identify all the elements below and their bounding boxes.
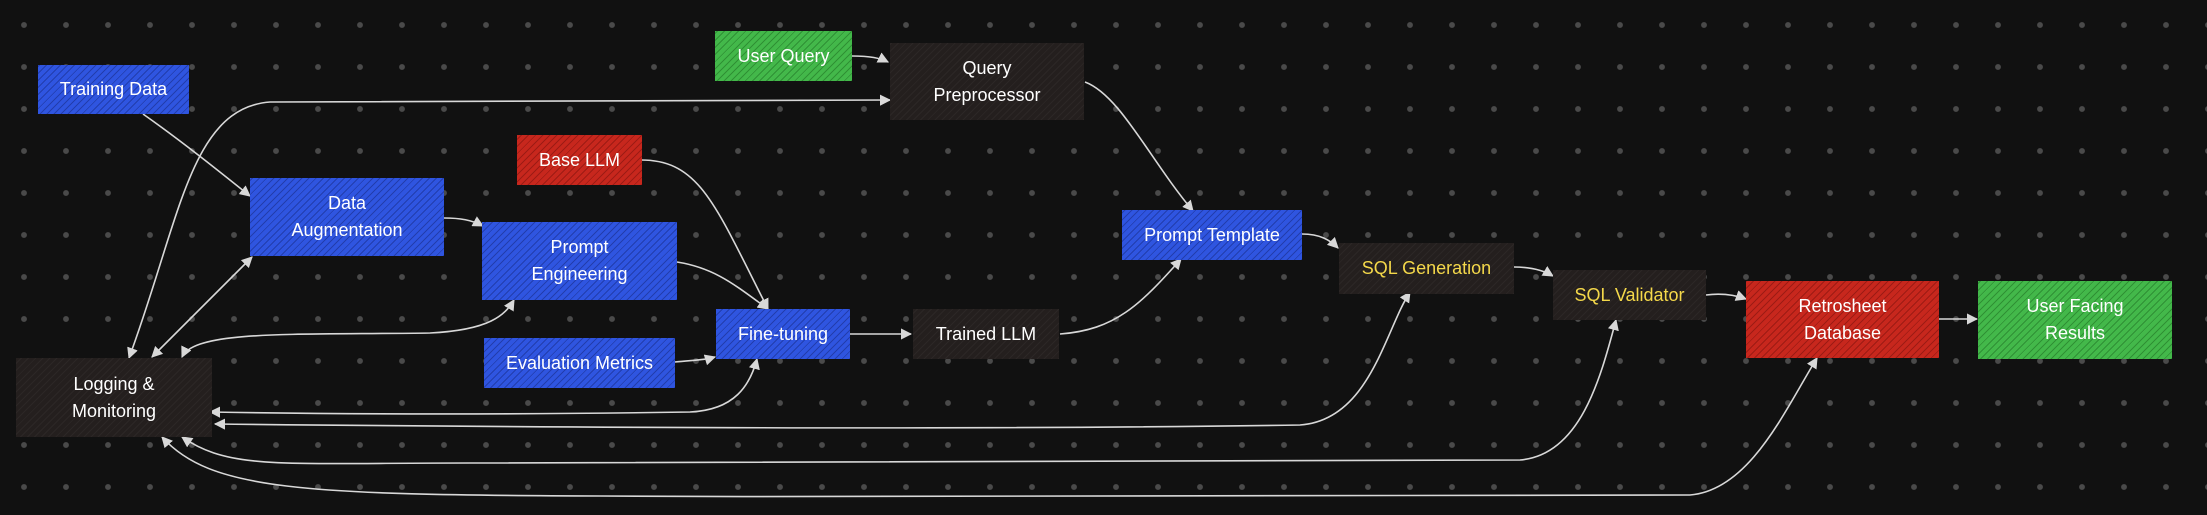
retrosheet-database-node[interactable]: Retrosheet Database [1746, 281, 1939, 358]
fine-tuning-node[interactable]: Fine-tuning [716, 309, 850, 359]
user-query-node[interactable]: User Query [715, 31, 852, 81]
retrosheet-database-line-1: Retrosheet [1798, 295, 1887, 316]
evaluation-metrics-node[interactable]: Evaluation Metrics [484, 338, 675, 388]
edge-sql-validator-to-retrosheet-database [1705, 290, 1748, 301]
user-facing-results-label: User Facing Results [2026, 293, 2123, 347]
prompt-template-label: Prompt Template [1144, 224, 1280, 245]
training-data-label: Training Data [59, 79, 168, 99]
edge-user-query-to-query-preprocessor [851, 52, 890, 63]
sql-validator-label: SQL Validator [1574, 284, 1685, 305]
fine-tuning-label: Fine-tuning [737, 323, 829, 344]
edge-evaluation-metrics-to-fine-tuning [674, 354, 717, 366]
logging-monitoring-node[interactable]: Logging & Monitoring [16, 358, 212, 437]
data-augmentation-line-1: Data [327, 193, 366, 213]
edge-query-preprocessor-to-prompt-template [1084, 81, 1194, 212]
edge-sql-generation-to-sql-validator [1513, 266, 1554, 277]
base-llm-node[interactable]: Base LLM [517, 135, 642, 185]
query-preprocessor-line-1: Query [962, 57, 1012, 78]
user-facing-results-line-1: User Facing [2026, 296, 2124, 316]
sql-generation-node[interactable]: SQL Generation [1339, 243, 1514, 294]
prompt-engineering-label: Prompt Engineering [531, 234, 627, 288]
trained-llm-label: Trained LLM [935, 323, 1037, 344]
prompt-engineering-node[interactable]: Prompt Engineering [482, 222, 677, 300]
user-facing-results-line-2: Results [2044, 323, 2106, 343]
base-llm-label: Base LLM [538, 149, 621, 170]
edge-data-augmentation-to-prompt-engineering [443, 216, 484, 227]
logging-monitoring-line-1: Logging & [73, 373, 155, 394]
prompt-engineering-line-2: Engineering [531, 264, 628, 284]
edge-training-data-to-data-augmentation [142, 113, 251, 197]
retrosheet-database-line-2: Database [1803, 322, 1882, 343]
prompt-template-node[interactable]: Prompt Template [1122, 210, 1302, 260]
data-augmentation-label: Data Augmentation [291, 190, 402, 244]
edge-trained-llm-to-prompt-template [1059, 258, 1182, 335]
logging-monitoring-line-2: Monitoring [71, 400, 157, 421]
edge-logging-to-sql-validator [181, 318, 1619, 465]
sql-generation-label: SQL Generation [1361, 258, 1492, 278]
edge-prompt-engineering-to-fine-tuning [676, 261, 769, 310]
logging-monitoring-label: Logging & Monitoring [72, 371, 156, 425]
trained-llm-node[interactable]: Trained LLM [913, 309, 1059, 359]
user-query-label: User Query [737, 45, 830, 66]
user-facing-results-node[interactable]: User Facing Results [1978, 281, 2172, 359]
evaluation-metrics-label: Evaluation Metrics [505, 352, 654, 373]
edge-logging-to-query-preprocessor [127, 94, 892, 360]
edge-prompt-template-to-sql-generation [1301, 233, 1339, 249]
edge-logging-to-prompt-engineering [181, 299, 515, 359]
query-preprocessor-label: Query Preprocessor [933, 55, 1040, 109]
training-data-node[interactable]: Training Data [38, 65, 189, 114]
retrosheet-database-label: Retrosheet Database [1798, 293, 1886, 347]
data-augmentation-line-2: Augmentation [291, 220, 403, 240]
edge-logging-to-data-augmentation [151, 256, 253, 358]
sql-validator-node[interactable]: SQL Validator [1553, 270, 1706, 320]
data-augmentation-node[interactable]: Data Augmentation [250, 178, 444, 256]
query-preprocessor-line-2: Preprocessor [933, 84, 1041, 105]
prompt-engineering-line-1: Prompt [550, 237, 609, 257]
query-preprocessor-node[interactable]: Query Preprocessor [890, 43, 1084, 120]
